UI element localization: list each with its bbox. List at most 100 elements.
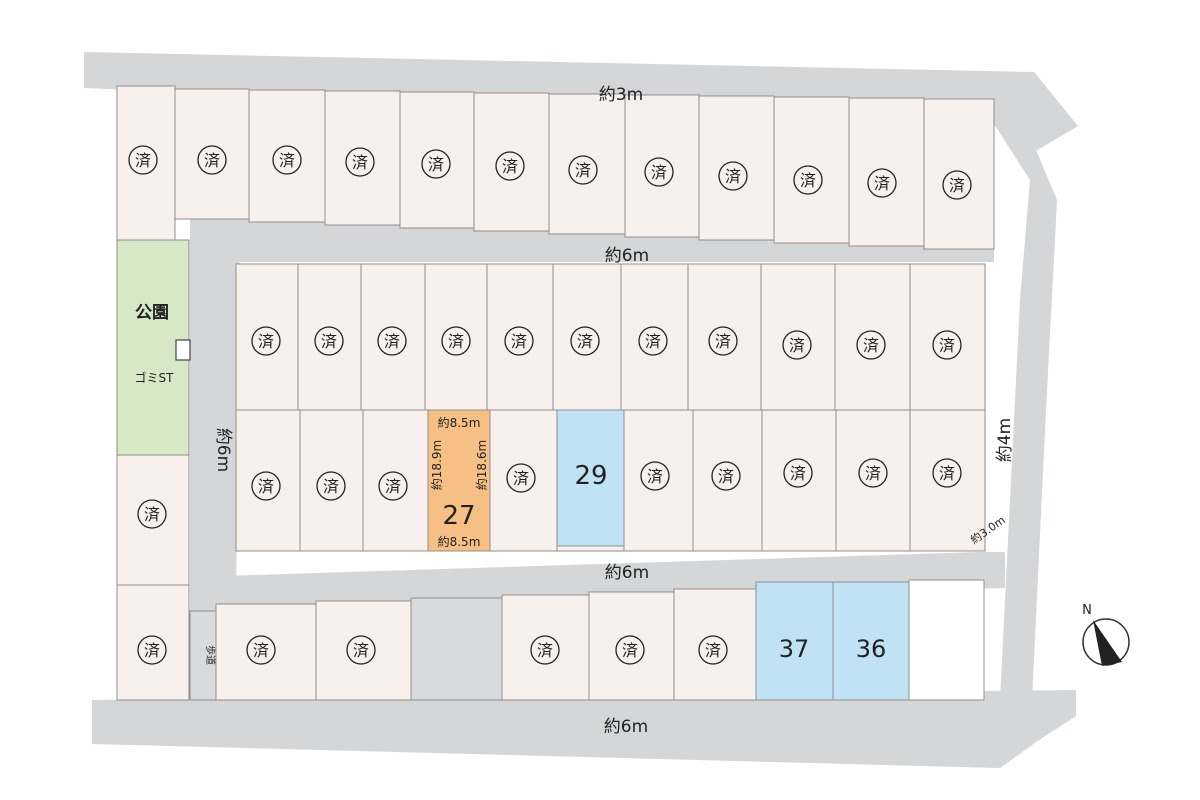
sold-mark: 済 xyxy=(644,157,674,187)
sold-mark: 済 xyxy=(377,326,407,356)
sold-mark-circle xyxy=(272,145,302,175)
sold-mark-circle xyxy=(856,330,886,360)
sold-mark: 済 xyxy=(708,326,738,356)
sold-mark-text: 済 xyxy=(865,464,881,483)
garbage-station-box xyxy=(175,339,191,361)
lot-parcel xyxy=(620,263,689,411)
sold-mark-text: 済 xyxy=(863,336,879,355)
sold-mark-circle xyxy=(638,326,668,356)
north-arrow-icon: N xyxy=(1082,603,1130,666)
sold-mark-circle xyxy=(504,326,534,356)
sold-mark: 済 xyxy=(197,145,227,175)
sold-mark-circle xyxy=(378,471,408,501)
lot-parcel xyxy=(299,409,364,552)
sold-mark-text: 済 xyxy=(448,332,464,351)
sold-mark: 済 xyxy=(251,471,281,501)
lot-36[interactable]: 36 xyxy=(832,581,910,701)
lot-parcel xyxy=(235,263,299,411)
sold-mark-text: 済 xyxy=(622,641,638,660)
sold-mark-text: 済 xyxy=(939,336,955,355)
lot-parcel xyxy=(174,88,250,220)
road-middle xyxy=(190,552,1005,612)
lot-parcel xyxy=(909,409,986,552)
lot-29-number: 29 xyxy=(574,461,607,491)
sold-mark-circle xyxy=(867,168,897,198)
road-right xyxy=(994,124,1057,700)
sold-mark-text: 済 xyxy=(575,161,591,180)
sold-mark: 済 xyxy=(698,635,728,665)
lot-parcel xyxy=(297,263,362,411)
sold-mark-circle xyxy=(932,330,962,360)
sold-mark: 済 xyxy=(506,463,536,493)
sold-mark: 済 xyxy=(530,635,560,665)
lot-29[interactable]: 29 xyxy=(556,409,625,547)
sold-mark-circle xyxy=(942,170,972,200)
sold-mark: 済 xyxy=(793,165,823,195)
sold-mark: 済 xyxy=(783,458,813,488)
sold-mark-circle xyxy=(932,458,962,488)
lot-36-number: 36 xyxy=(856,635,887,663)
sold-mark-text: 済 xyxy=(502,157,518,176)
sold-mark-text: 済 xyxy=(789,336,805,355)
sold-mark-circle xyxy=(137,635,167,665)
sold-mark: 済 xyxy=(314,326,344,356)
lot-parcel xyxy=(399,91,475,229)
sold-mark: 済 xyxy=(942,170,972,200)
lot-parcel xyxy=(834,263,911,411)
sold-mark-circle xyxy=(644,157,674,187)
sold-mark: 済 xyxy=(137,635,167,665)
sold-mark-circle xyxy=(345,147,375,177)
sold-mark-circle xyxy=(441,326,471,356)
sidewalk: 歩道 xyxy=(189,610,217,701)
lot-27-bottom-width: 約8.5m xyxy=(438,534,481,549)
sold-mark-text: 済 xyxy=(949,176,965,195)
lot-parcel xyxy=(501,594,590,701)
lot-parcel xyxy=(324,90,401,226)
road-label-upper: 約6m xyxy=(605,246,649,266)
sold-mark-text: 済 xyxy=(513,469,529,488)
sold-mark: 済 xyxy=(867,168,897,198)
sold-mark: 済 xyxy=(932,458,962,488)
sold-mark-text: 済 xyxy=(725,167,741,186)
lot-parcel xyxy=(908,579,985,701)
sold-mark-text: 済 xyxy=(144,505,160,524)
sold-mark-text: 済 xyxy=(321,332,337,351)
sold-mark-text: 済 xyxy=(511,332,527,351)
lot-parcel xyxy=(760,263,836,411)
lot-parcel xyxy=(116,584,190,701)
sold-mark-circle xyxy=(495,151,525,181)
lot-27[interactable]: 約8.5m 約18.9m 約18.6m 27 約8.5m xyxy=(427,409,491,552)
sold-mark: 済 xyxy=(615,635,645,665)
lot-parcel xyxy=(424,263,488,411)
sold-mark: 済 xyxy=(570,326,600,356)
lot-parcel xyxy=(235,409,301,552)
sold-mark-circle xyxy=(421,149,451,179)
sold-mark: 済 xyxy=(345,147,375,177)
road-label-top: 約3m xyxy=(599,85,643,105)
sold-mark: 済 xyxy=(782,330,812,360)
lot-parcel xyxy=(673,588,757,701)
lot-parcel xyxy=(486,263,554,411)
sold-mark-circle xyxy=(197,145,227,175)
sold-mark-text: 済 xyxy=(353,641,369,660)
lot-parcel xyxy=(315,600,412,701)
lot-parcel xyxy=(410,597,503,701)
sold-mark: 済 xyxy=(251,326,281,356)
sold-mark-text: 済 xyxy=(715,332,731,351)
sold-mark: 済 xyxy=(638,326,668,356)
sold-mark-circle xyxy=(506,463,536,493)
sold-mark-circle xyxy=(246,635,276,665)
sold-mark: 済 xyxy=(421,149,451,179)
sold-mark-text: 済 xyxy=(352,153,368,172)
lot-parcel xyxy=(835,409,911,552)
sold-mark: 済 xyxy=(718,161,748,191)
sold-mark-text: 済 xyxy=(647,467,663,486)
sold-mark-text: 済 xyxy=(800,171,816,190)
sold-mark-circle xyxy=(128,145,158,175)
lot-parcel xyxy=(248,89,326,223)
sold-marks: 済済済済済済済済済済済済済済済済済済済済済済済済済済済済済済済済済済済済済済済 xyxy=(128,145,972,665)
lot-37[interactable]: 37 xyxy=(755,581,834,701)
sold-mark-circle xyxy=(711,461,741,491)
lot-parcel xyxy=(909,263,986,411)
lot-parcel xyxy=(687,263,762,411)
